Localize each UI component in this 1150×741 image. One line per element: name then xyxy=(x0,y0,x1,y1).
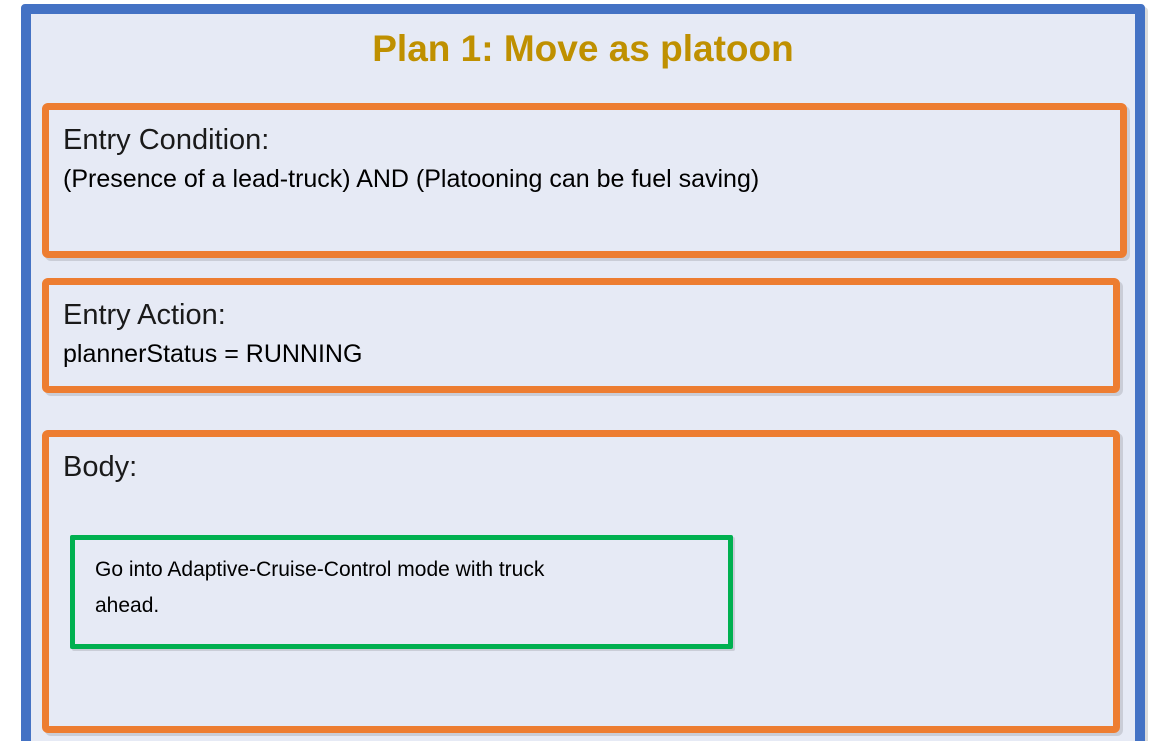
body-action-text: Go into Adaptive-Cruise-Control mode wit… xyxy=(95,558,545,617)
entry-condition-heading: Entry Condition: xyxy=(63,124,270,156)
entry-condition-text: (Presence of a lead-truck) AND (Platooni… xyxy=(63,165,760,193)
entry-condition-box: Entry Condition: (Presence of a lead-tru… xyxy=(42,103,1127,258)
plan-frame xyxy=(21,4,1145,741)
entry-action-heading: Entry Action: xyxy=(63,299,226,331)
plan-title: Plan 1: Move as platoon xyxy=(372,28,794,69)
body-heading: Body: xyxy=(63,451,138,483)
entry-action-text: plannerStatus = RUNNING xyxy=(63,340,363,368)
entry-action-box: Entry Action: plannerStatus = RUNNING xyxy=(42,278,1120,393)
body-box: Body: Go into Adaptive-Cruise-Control mo… xyxy=(42,430,1120,733)
body-action-box: Go into Adaptive-Cruise-Control mode wit… xyxy=(70,535,733,649)
